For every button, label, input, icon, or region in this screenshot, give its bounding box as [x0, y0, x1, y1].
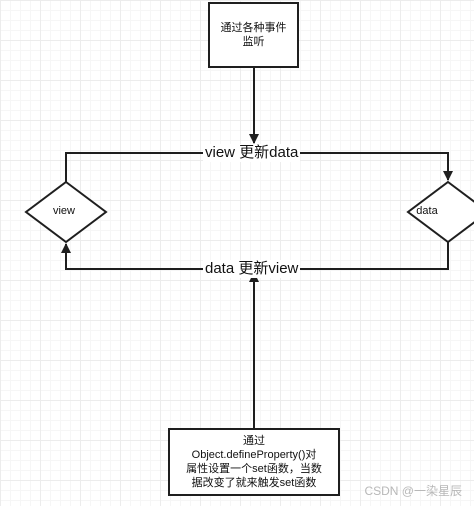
- view-node-label: view: [52, 205, 75, 217]
- define-property-line-4: 据改变了就来触发set函数: [191, 477, 317, 489]
- define-property-line-2: Object.defineProperty()对: [191, 449, 317, 461]
- csdn-watermark: CSDN @一染星辰: [364, 484, 462, 498]
- edge-label-data-to-view: data 更新view: [203, 260, 301, 278]
- view-diamond: [24, 180, 108, 244]
- event-listener-line-2: 监听: [242, 36, 265, 48]
- data-node-label: data: [416, 205, 438, 217]
- edge-label-view-to-data: view 更新data: [203, 144, 301, 162]
- event-listener-line-1: 通过各种事件: [220, 22, 287, 34]
- define-property-line-3: 属性设置一个set函数，当数: [186, 463, 322, 475]
- event-listener-box: 通过各种事件 监听: [208, 2, 299, 68]
- define-property-line-1: 通过: [243, 435, 265, 447]
- define-property-box: 通过 Object.defineProperty()对 属性设置一个set函数，…: [168, 428, 340, 496]
